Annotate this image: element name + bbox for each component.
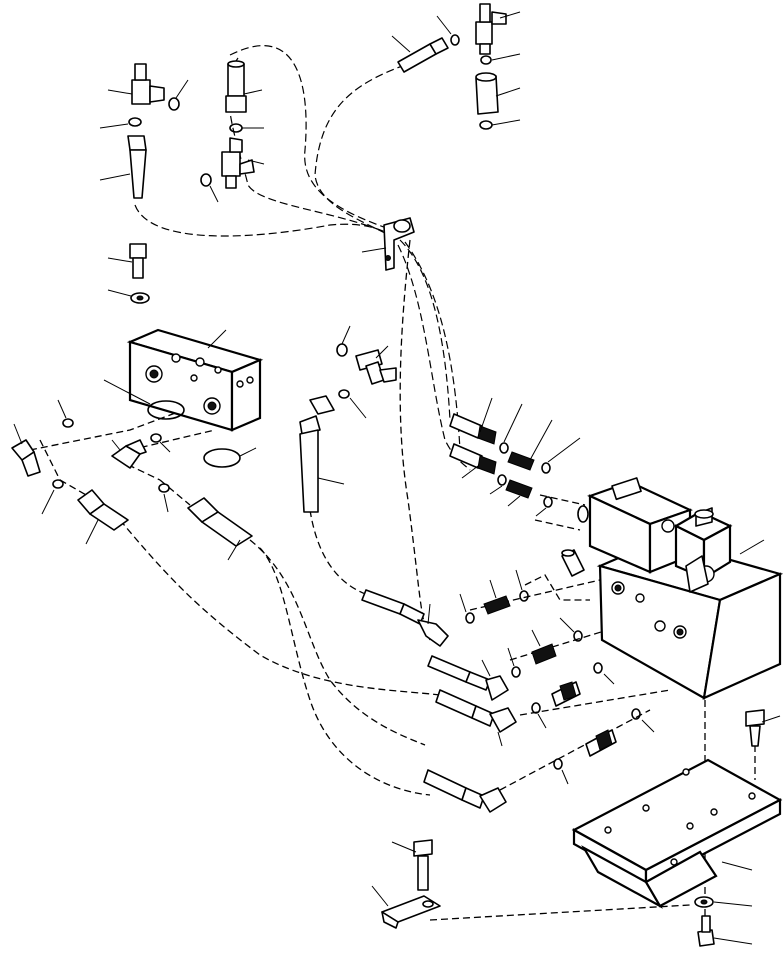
- adapter-fitting-icon: [483, 579, 511, 615]
- o-ring-icon: [450, 34, 460, 46]
- hose-end-fitting-icon: [449, 397, 497, 445]
- o-ring-icon: [158, 483, 170, 493]
- o-ring-icon: [150, 433, 162, 443]
- hose-clamp-icon: [361, 217, 415, 271]
- o-ring-icon: [200, 173, 212, 187]
- tee-fitting-icon: [355, 345, 397, 385]
- bolt-icon: [391, 839, 433, 891]
- adapter-fitting-icon: [505, 479, 533, 507]
- hose-end-fitting-icon: [361, 589, 449, 647]
- manifold-block-icon: [126, 328, 264, 432]
- o-ring-icon: [573, 630, 583, 642]
- elbow-fitting-icon: [11, 423, 41, 477]
- o-ring-icon: [338, 389, 350, 399]
- o-ring-icon: [499, 442, 509, 454]
- hex-connector-icon: [475, 72, 521, 115]
- hose-end-fitting-icon: [449, 443, 497, 479]
- tee-fitting-icon: [107, 63, 165, 105]
- mounting-plate-icon: [571, 758, 783, 909]
- o-ring-icon: [541, 462, 551, 474]
- adapter-fitting-icon: [585, 729, 617, 757]
- o-ring-icon: [631, 708, 641, 720]
- o-ring-icon: [479, 120, 493, 130]
- solenoid-coil-icon: [577, 477, 733, 593]
- elbow-fitting-icon: [111, 439, 147, 469]
- o-ring-icon: [203, 448, 241, 468]
- clip-bracket-icon: [371, 885, 441, 929]
- top-right-fittings: [391, 3, 521, 130]
- o-ring-icon: [336, 343, 348, 357]
- hose-routes: [29, 45, 756, 930]
- washer-icon: [107, 289, 150, 304]
- o-ring-icon: [128, 117, 142, 127]
- plug-fitting-icon: [561, 549, 585, 577]
- o-ring-icon: [62, 418, 74, 428]
- tee-fitting-icon: [475, 3, 521, 55]
- o-ring-icon: [497, 474, 507, 486]
- bolt-icon: [745, 709, 781, 747]
- o-ring-icon: [511, 666, 521, 678]
- o-ring-icon: [168, 97, 180, 111]
- bolt-icon: [107, 243, 147, 279]
- o-ring-icon: [465, 612, 475, 624]
- adapter-fitting-icon: [531, 629, 557, 665]
- adapter-fitting-icon: [507, 419, 553, 471]
- tee-fitting-icon: [221, 137, 265, 189]
- o-ring-icon: [593, 662, 603, 674]
- bolt-icon: [697, 915, 753, 947]
- hose-end-fitting-top: [391, 35, 449, 73]
- o-ring-icon: [519, 590, 529, 602]
- adapter-fitting-icon: [551, 681, 581, 707]
- hose-end-fitting-icon: [427, 655, 509, 701]
- o-ring-icon: [543, 496, 553, 508]
- o-ring-icon: [480, 55, 492, 65]
- hose-end-fitting-icon: [435, 689, 517, 747]
- hose-end-fitting-icon: [187, 497, 253, 561]
- o-ring-icon: [531, 702, 541, 714]
- o-ring-icon: [553, 758, 563, 770]
- o-ring-icon: [52, 479, 64, 489]
- elbow-hose-fitting-icon: [299, 395, 345, 513]
- o-ring-icon: [229, 123, 243, 133]
- hose-end-fitting-icon: [99, 135, 147, 199]
- hose-end-fitting-icon: [77, 489, 129, 545]
- o-ring-icon: [147, 400, 185, 420]
- straight-fitting-top-icon: [225, 60, 263, 113]
- washer-icon: [694, 896, 753, 908]
- top-left-fittings: [99, 60, 265, 203]
- hose-end-fitting-icon: [423, 769, 507, 813]
